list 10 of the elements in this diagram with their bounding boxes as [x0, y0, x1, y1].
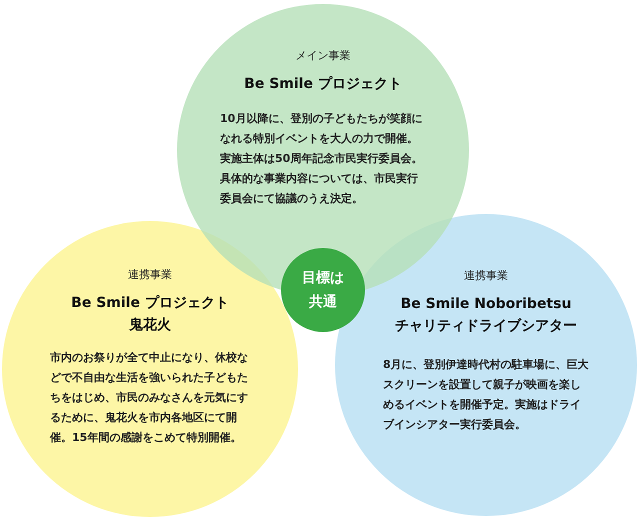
goal-text: 目標は共通 — [301, 269, 345, 312]
project-title: Be Smile Noboribetsu チャリティドライブシアター — [394, 294, 578, 336]
category-heading: メイン事業 — [296, 48, 350, 64]
category-heading: 連携事業 — [464, 268, 508, 284]
description-text: 8月に、登別伊達時代村の駐車場に、巨大スクリーンを設置して親子が映画を楽しめるイベントを開催予定。実施はドライブインシアター実行委員会。 — [383, 356, 589, 432]
description-text: 市内のお祭りが全て中止になり、休校などで不自由な生活を強いられた子どもたちをはじめ、市民のみなさんを元気にするために、鬼花火を市内各地区にて開催。15年間の感謝をこめて特別開催。 — [50, 350, 249, 446]
description-text: 10月以降に、登別の子どもたちが笑顔になれる特別イベントを大人の力で開催。実施主体は50周年記念市民実行委員会。具体的な事業内容については、市民実行委員会にて協議のうえ決定。 — [220, 110, 424, 206]
project-title: Be Smile プロジェクト — [243, 74, 403, 94]
category-heading: 連携事業 — [128, 267, 172, 283]
project-title: Be Smile プロジェクト鬼花火 — [70, 294, 230, 334]
